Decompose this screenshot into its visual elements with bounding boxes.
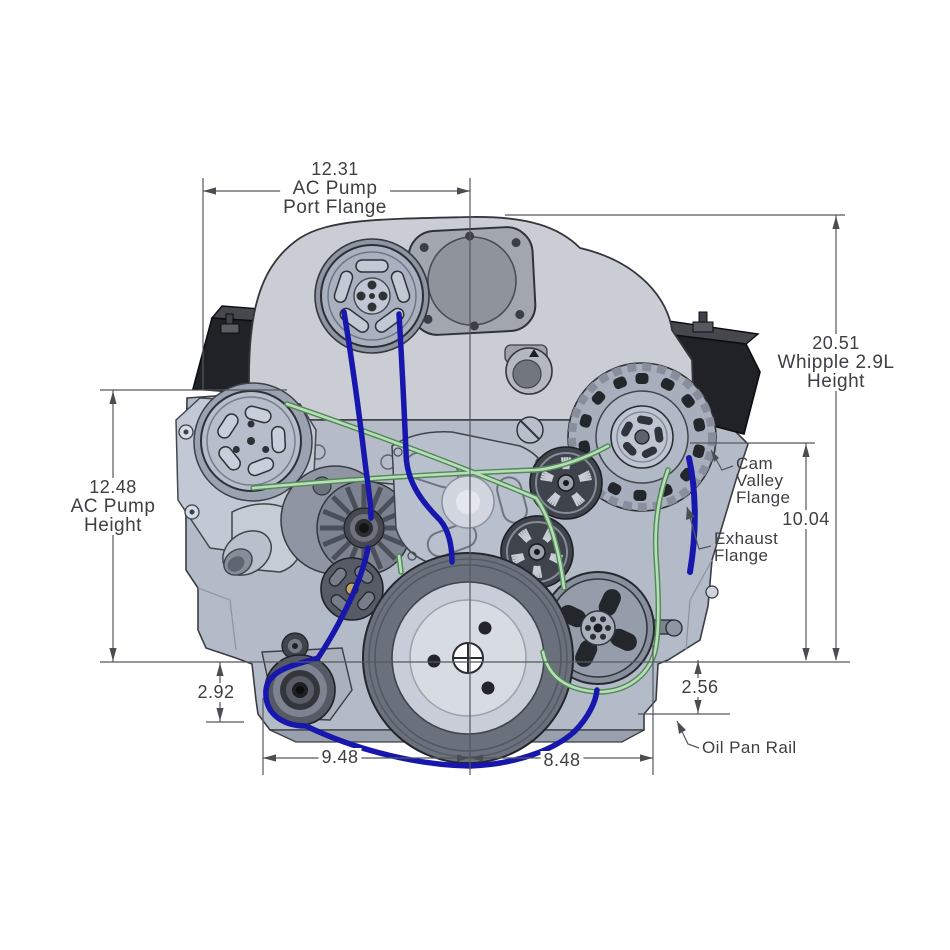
dimension-arrows: [109, 187, 840, 762]
dim-value-ac-pump-height: 12.48: [89, 477, 137, 497]
dim-text-whipple-height-1: Whipple 2.9L: [777, 352, 895, 373]
dim-value-left-drop: 2.92: [197, 682, 235, 702]
dim-cam-valley-height-label: 10.04: [779, 510, 833, 529]
dim-value-bottom-left-width: 9.48: [321, 747, 359, 767]
callout-oil-pan-rail: Oil Pan Rail: [702, 739, 797, 756]
callout-exhaust-flange: Exhaust Flange: [714, 530, 778, 564]
ac-pump-pulley: [200, 390, 302, 492]
dim-text-whipple-height-2: Height: [807, 371, 865, 392]
leader-exhaust-flange: [686, 506, 712, 550]
belt-tensioner: [316, 480, 412, 576]
dim-value-cam-valley-height: 10.04: [782, 509, 830, 529]
dim-text-ac-pump-height-2: Height: [84, 515, 142, 536]
dim-bottom-left-width-label: 9.48: [318, 747, 362, 767]
dim-value-whipple-height: 20.51: [812, 333, 860, 353]
callout-cam-valley-flange-1: Cam: [736, 454, 774, 473]
throttle-body-flange: [407, 226, 537, 336]
callout-cam-valley-flange-3: Flange: [736, 488, 791, 507]
throttle-actuator: [504, 344, 553, 395]
dim-value-top-width: 12.31: [311, 159, 359, 179]
breather-port: [516, 416, 544, 444]
dim-value-right-drop: 2.56: [681, 677, 719, 697]
callout-exhaust-flange-1: Exhaust: [714, 529, 779, 548]
dim-text-ac-pump-height-1: AC Pump: [70, 496, 156, 517]
dim-value-bottom-right-width: 8.48: [543, 750, 581, 770]
callout-cam-valley-flange: Cam Valley Flange: [736, 455, 790, 506]
callout-cam-valley-flange-2: Valley: [736, 471, 784, 490]
dim-text-top-width-1: AC Pump: [292, 178, 378, 199]
dim-bottom-right-width-label: 8.48: [540, 750, 584, 770]
dim-ac-pump-height-label: 12.48 AC Pump Height: [67, 477, 159, 536]
dim-text-top-width-2: Port Flange: [283, 197, 387, 218]
dim-right-drop-label: 2.56: [678, 677, 722, 697]
callout-oil-pan-rail-1: Oil Pan Rail: [702, 738, 797, 757]
thermostat-housing: [222, 503, 305, 576]
dim-left-drop-label: 2.92: [194, 682, 238, 702]
dim-whipple-height-label: 20.51 Whipple 2.9L Height: [774, 333, 898, 392]
dim-ac-pump-port-flange-label: 12.31 AC Pump Port Flange: [280, 160, 390, 217]
supercharger-pulley: [314, 238, 430, 354]
serpentine-belt-green: [250, 401, 671, 695]
dimension-lines: [100, 178, 850, 775]
alternator: [567, 362, 717, 512]
crank-pulley: [362, 552, 574, 764]
serpentine-belt-blue: [263, 309, 698, 769]
callout-exhaust-flange-2: Flange: [714, 546, 769, 565]
